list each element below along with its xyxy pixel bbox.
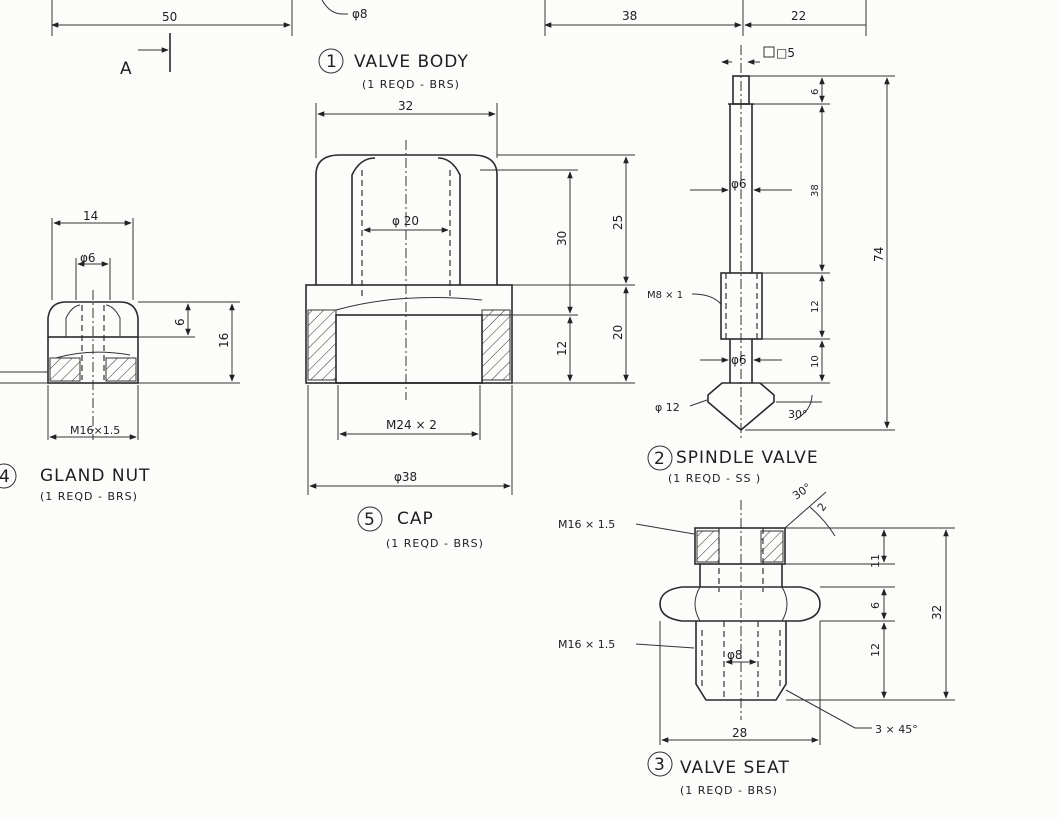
cap-dim-30: 30 [555,231,569,246]
spindle-dim-thread: M8 × 1 [647,290,683,301]
spindle-dim-v74: 74 [872,247,886,262]
valve-body-title: 1 VALVE BODY (1 REQD - BRS) [318,48,469,91]
dim-22-top: 22 [791,9,806,23]
valve-seat-drawing: φ8 M16 × 1.5 M16 × 1.5 30° 2 11 6 12 32 … [558,481,955,797]
cap-dim-32: 32 [398,99,413,113]
cap-name: CAP [397,509,434,529]
dim-phi8-top: φ8 [352,7,368,21]
seat-dim-angle: 30° [790,481,813,503]
cap-dim-phi38: φ38 [394,470,417,484]
gland-dim-thread: M16×1.5 [70,424,120,437]
spindle-dim-v10: 10 [810,355,821,368]
gland-dim-14: 14 [83,209,98,223]
spindle-number: 2 [654,449,666,469]
section-mark-a: A [120,59,133,79]
spindle-dim-phi12: φ 12 [655,401,680,414]
cap-dim-20: 20 [611,325,625,340]
cap-drawing: 32 φ 20 30 12 25 20 M24 × 2 [305,99,635,550]
gland-dim-16: 16 [217,333,231,348]
seat-qty: (1 REQD - BRS) [680,784,778,797]
seat-dim-thread-bottom: M16 × 1.5 [558,638,615,651]
spindle-name: SPINDLE VALVE [676,448,819,468]
spindle-drawing: □5 φ6 M8 × 1 φ6 φ 12 30° [647,45,895,485]
seat-dim-11: 11 [869,554,882,568]
valve-body-name: VALVE BODY [354,52,469,72]
seat-name: VALVE SEAT [680,758,790,778]
seat-number: 3 [654,755,666,775]
valve-body-number: 1 [326,52,338,72]
spindle-dim-v38: 38 [810,184,821,197]
spindle-dim-square5: □5 [776,46,795,60]
seat-dim-6: 6 [869,602,882,609]
seat-dim-32: 32 [930,605,944,620]
cap-dim-25: 25 [611,215,625,230]
gland-name: GLAND NUT [40,466,150,486]
cap-qty: (1 REQD - BRS) [386,537,484,550]
cap-dim-thread: M24 × 2 [386,418,437,432]
seat-dim-thread-top: M16 × 1.5 [558,518,615,531]
seat-dim-phi8: φ8 [727,648,743,662]
spindle-dim-angle: 30° [788,408,808,421]
seat-dim-28: 28 [732,726,747,740]
spindle-dim-phi6-top: φ6 [731,177,747,191]
spindle-dim-v12: 12 [810,300,821,313]
seat-dim-2: 2 [815,501,830,514]
top-strip: 50 φ8 38 22 A [51,0,867,79]
gland-dim-phi6: φ6 [80,251,96,265]
gland-nut-drawing: 14 φ6 6 16 M16×1.5 4 GLAND NUT [0,209,240,503]
seat-dim-chamfer: 3 × 45° [875,723,918,736]
gland-number: 4 [0,467,11,487]
dim-38-top: 38 [622,9,637,23]
spindle-dim-v6: 6 [810,89,821,95]
cap-dim-phi20: φ 20 [392,214,419,228]
gland-dim-6: 6 [173,318,187,326]
cap-number: 5 [364,510,376,530]
gland-qty: (1 REQD - BRS) [40,490,138,503]
seat-dim-12: 12 [869,643,882,657]
spindle-dim-phi6-low: φ6 [731,353,747,367]
dim-50: 50 [162,10,177,24]
valve-body-qty: (1 REQD - BRS) [362,78,460,91]
cap-dim-12: 12 [555,341,569,356]
spindle-qty: (1 REQD - SS ) [668,472,761,485]
